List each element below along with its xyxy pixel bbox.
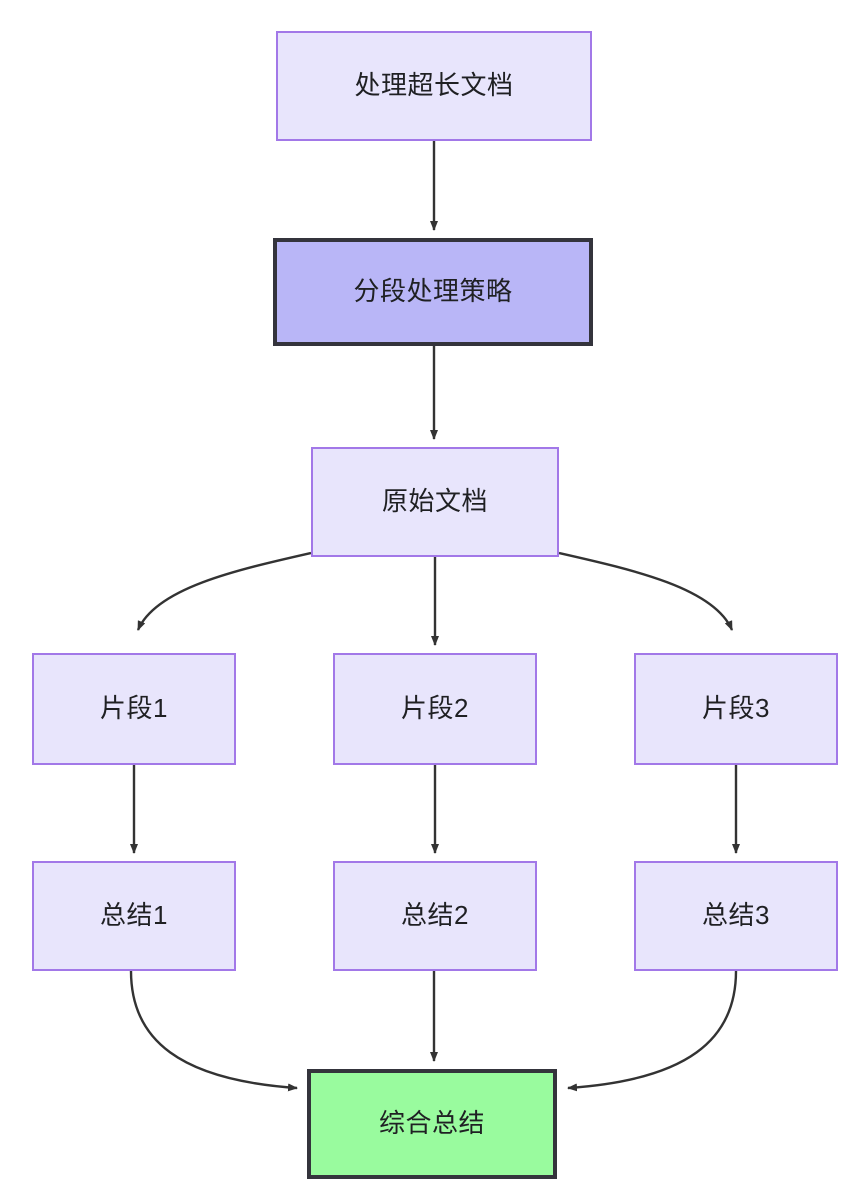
node-label: 片段3 [702,693,770,724]
node-source-document[interactable]: 原始文档 [311,447,559,557]
node-process-long-document[interactable]: 处理超长文档 [276,31,592,141]
edge-source-doc-to-chunk-3 [558,551,734,631]
edge-summary-3-to-final [567,970,738,1092]
node-label: 片段2 [401,693,469,724]
edge-source-doc-to-chunk-1 [136,551,312,631]
node-label: 总结3 [702,900,770,931]
node-label: 总结2 [401,900,469,931]
node-label: 片段1 [100,693,168,724]
node-label: 分段处理策略 [353,276,513,307]
edge-summary-1-to-final [129,970,298,1092]
node-summary-3[interactable]: 总结3 [634,861,838,971]
node-label: 处理超长文档 [354,70,514,101]
node-chunk-3[interactable]: 片段3 [634,653,838,765]
node-label: 综合总结 [378,1108,485,1139]
node-chunking-strategy[interactable]: 分段处理策略 [273,238,593,346]
node-chunk-1[interactable]: 片段1 [32,653,236,765]
node-summary-2[interactable]: 总结2 [333,861,537,971]
node-label: 原始文档 [381,486,488,517]
node-label: 总结1 [100,900,168,931]
node-summary-1[interactable]: 总结1 [32,861,236,971]
node-final-summary[interactable]: 综合总结 [307,1069,557,1179]
node-chunk-2[interactable]: 片段2 [333,653,537,765]
